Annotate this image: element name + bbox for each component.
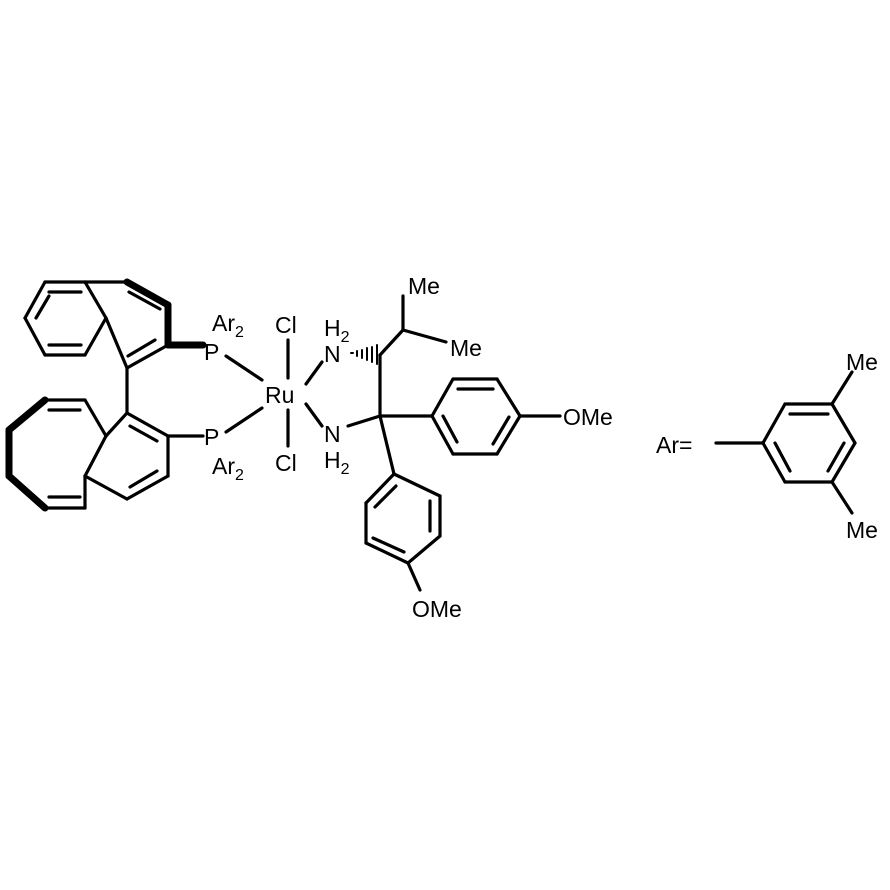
ru-label: Ru: [265, 382, 294, 408]
p-top-label: P: [204, 339, 219, 365]
lower-naphthalene: [5, 396, 205, 512]
nh2-top-n: N: [324, 341, 341, 367]
nh2-bottom-h: H2: [324, 447, 350, 478]
p-ru-bond-bottom: [224, 406, 264, 434]
n-c-bond-bottom: [346, 414, 382, 428]
methoxyphenyl-bottom: [364, 414, 442, 592]
ru-n-bond-top: [304, 360, 324, 386]
aryl-me-bottom-label: Me: [846, 517, 878, 543]
me-top-label: Me: [408, 273, 440, 299]
isopropyl-me-right-bond: [401, 328, 448, 344]
me-right-label: Me: [450, 335, 482, 361]
ar2-top-label: Ar2: [212, 310, 244, 341]
nh2-bottom-n: N: [324, 421, 341, 447]
ru-n-bond-bottom: [304, 402, 324, 428]
nh2-top-h: H2: [324, 315, 350, 346]
upper-naphthalene: [23, 278, 207, 370]
c-isopropyl-bond: [378, 328, 405, 357]
ar2-bottom-label: Ar2: [212, 453, 244, 484]
p-bottom-label: P: [204, 424, 219, 450]
ome-right-label: OMe: [563, 404, 613, 430]
hashed-wedge-bond: [350, 344, 378, 365]
ar-definition-label: Ar=: [656, 432, 692, 458]
aryl-me-top-label: Me: [846, 349, 878, 375]
ome-bottom-label: OMe: [412, 596, 462, 622]
cl-bottom-label: Cl: [275, 450, 297, 476]
dimethylphenyl-ring: [714, 370, 857, 515]
methoxyphenyl-right: [378, 377, 562, 456]
p-ru-bond-top: [224, 354, 264, 382]
cl-top-label: Cl: [275, 312, 297, 338]
